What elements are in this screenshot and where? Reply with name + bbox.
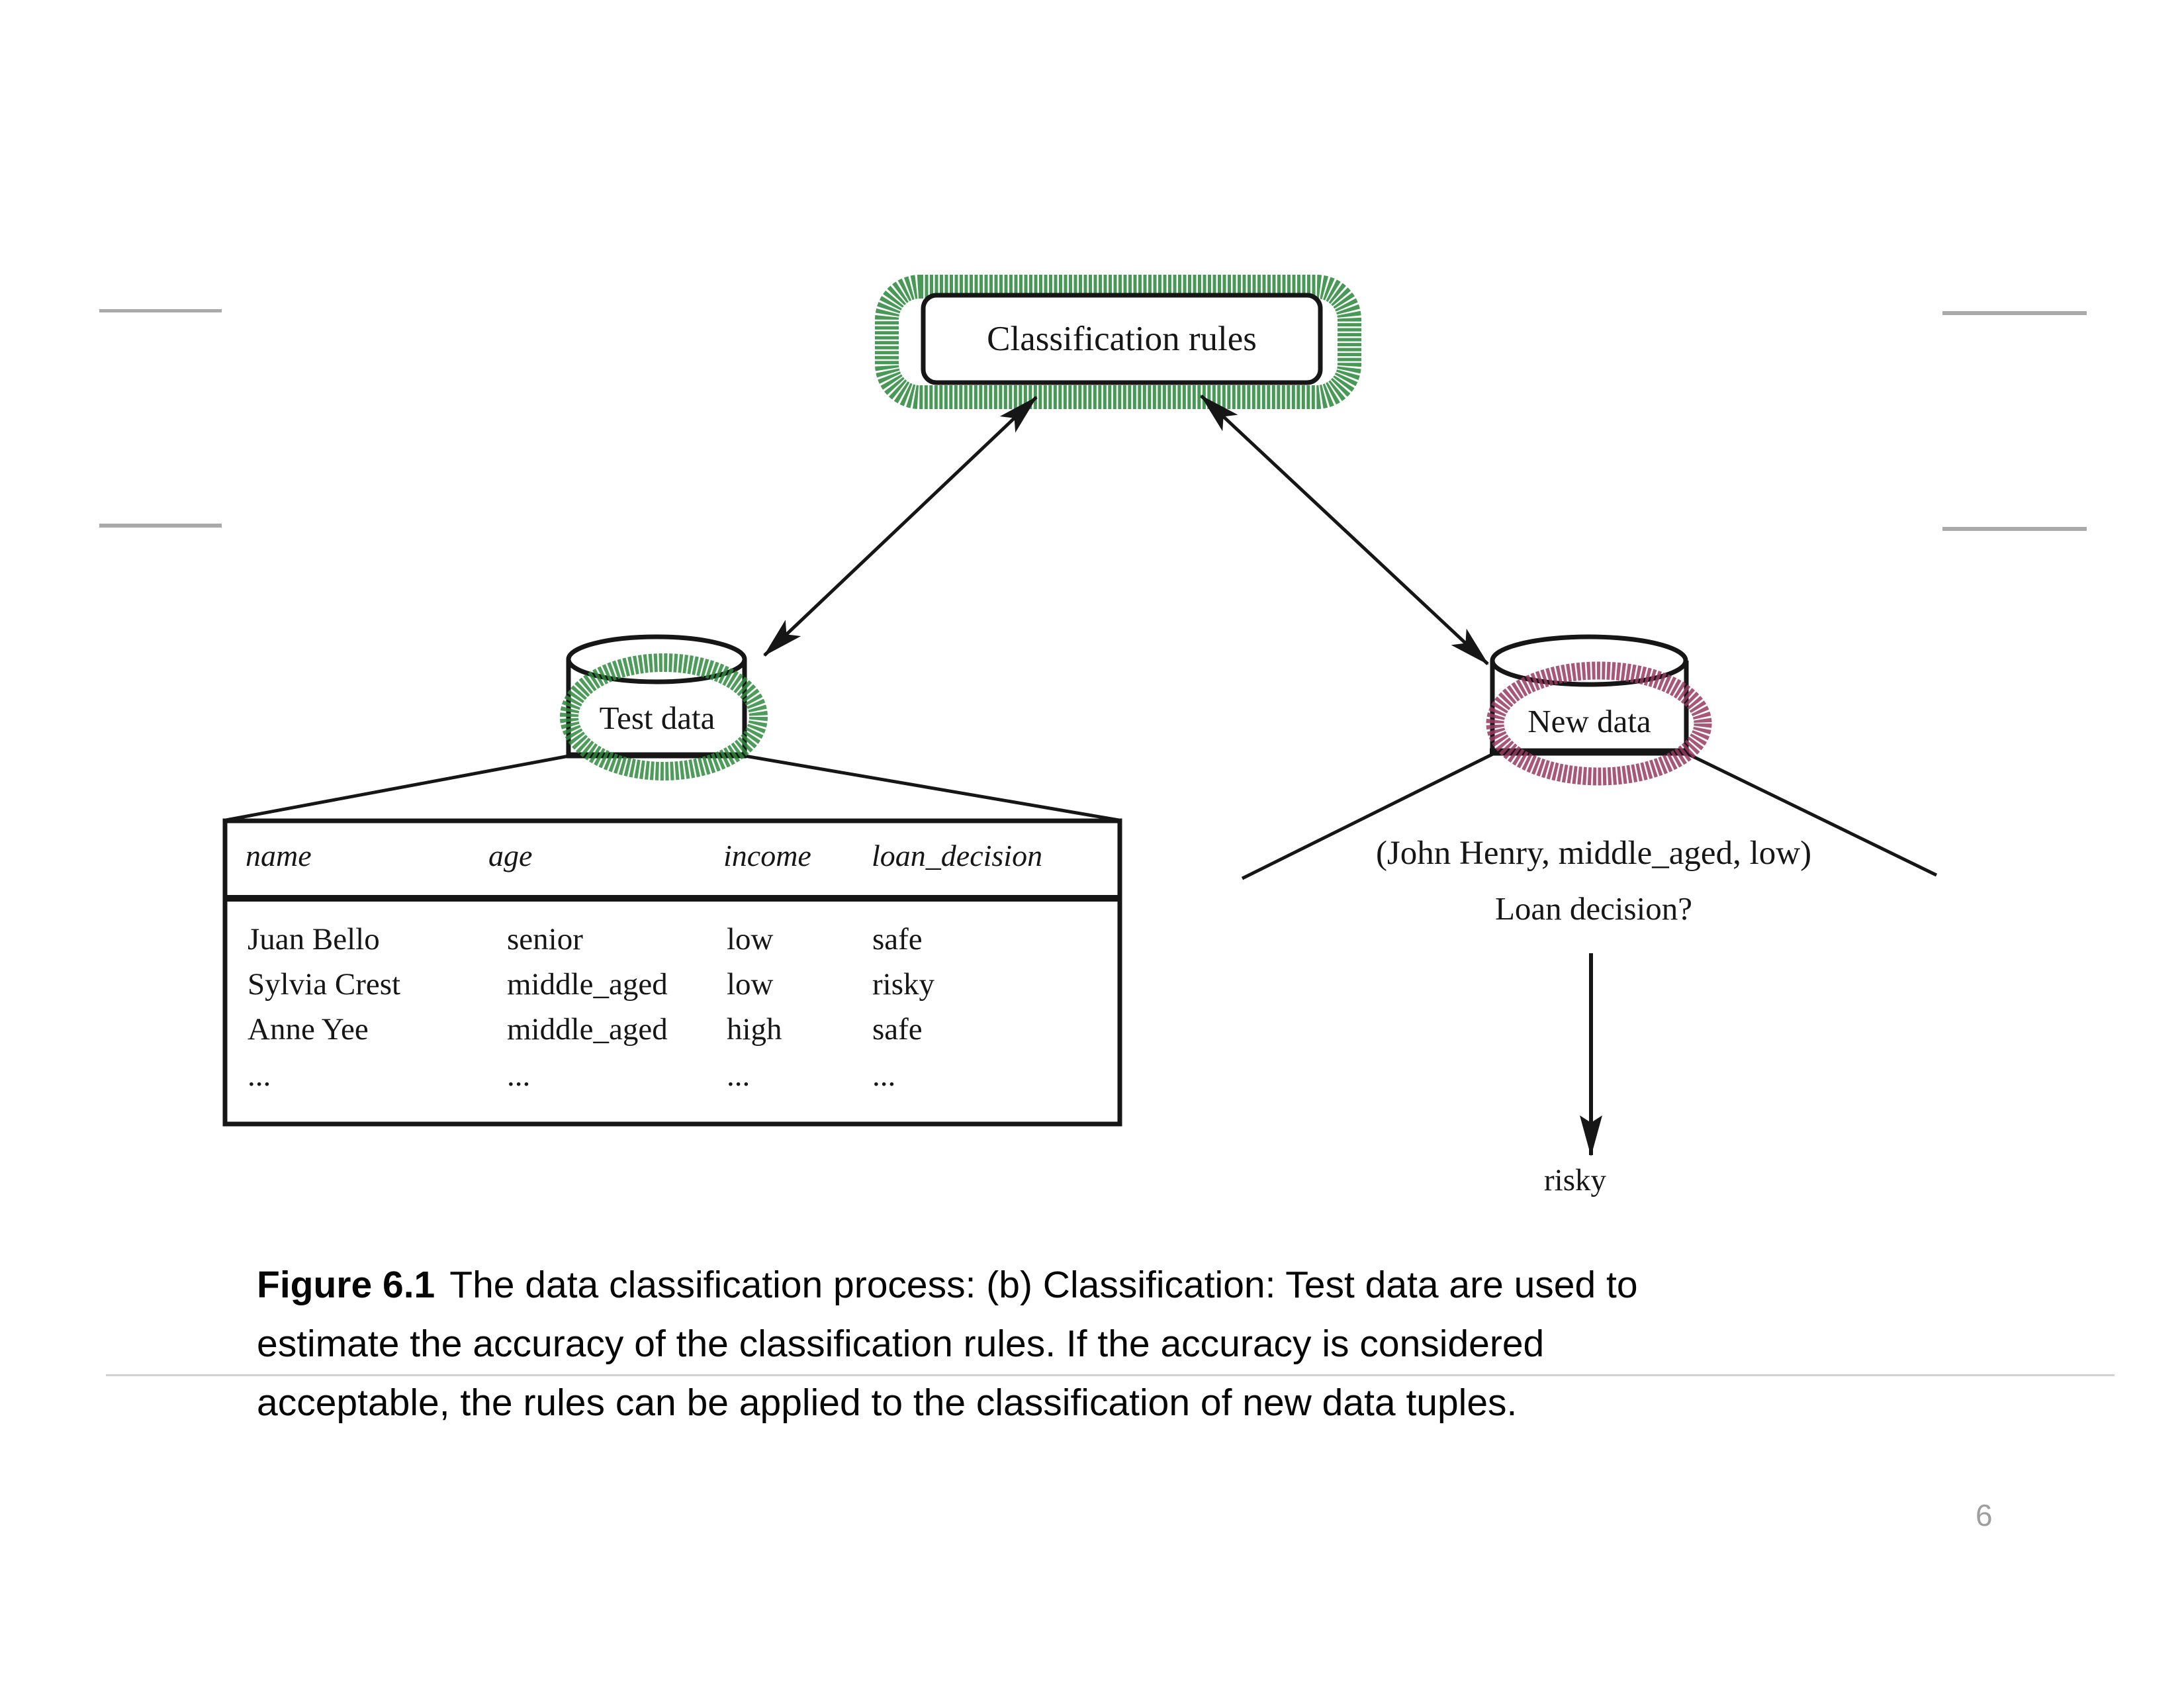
table-cell: middle_aged: [507, 967, 668, 1002]
table-cell: Juan Bello: [248, 922, 380, 957]
table-cell: risky: [872, 967, 934, 1002]
table-header-age: age: [488, 839, 533, 872]
template-divider-line-bottom-left: [99, 524, 222, 528]
table-cell: safe: [872, 922, 923, 957]
funnel-line-right: [741, 753, 1120, 822]
table-cell: high: [727, 1012, 782, 1047]
page-number: 6: [1976, 1498, 1993, 1532]
caption-line-1-text: The data classification process: (b) Cla…: [449, 1264, 1638, 1306]
double-arrow-right: [1200, 395, 1489, 665]
table-header-name: name: [246, 839, 312, 872]
pink-highlight-ellipse: [1486, 661, 1712, 786]
new-data-label: New data: [1527, 703, 1651, 739]
table-header-loan-decision: loan_decision: [872, 839, 1043, 872]
fan-line-right: [1682, 750, 1938, 877]
template-divider-line-top-left: [99, 309, 222, 312]
table-cell: ...: [872, 1058, 896, 1093]
decision-result-text: risky: [1544, 1163, 1606, 1197]
caption-line-3: acceptable, the rules can be applied to …: [257, 1382, 1518, 1424]
new-tuple-text: (John Henry, middle_aged, low): [1375, 835, 1812, 872]
template-divider-line-long: [106, 1374, 2115, 1376]
loan-decision-text: Loan decision?: [1495, 890, 1692, 927]
caption-line-1: Figure 6.1 The data classification proces…: [257, 1256, 1951, 1315]
caption-figure-number: Figure 6.1: [257, 1264, 435, 1306]
classification-rules-label: Classification rules: [987, 320, 1257, 358]
table-cell: middle_aged: [507, 1012, 668, 1047]
table-cell: low: [727, 967, 774, 1002]
table-cell: ...: [727, 1058, 751, 1093]
classification-rules-box: [921, 293, 1323, 385]
table-cell: ...: [248, 1058, 271, 1093]
test-data-table-frame: [222, 818, 1122, 1127]
table-cell: low: [727, 922, 774, 957]
funnel-line-left: [225, 753, 573, 822]
figure-caption: Figure 6.1 The data classification proces…: [257, 1256, 1951, 1432]
template-divider-line-top-right: [1942, 311, 2087, 315]
green-highlight-ellipse: [560, 653, 768, 780]
test-data-label: Test data: [599, 700, 715, 736]
table-cell: Sylvia Crest: [248, 967, 401, 1002]
caption-line-2: estimate the accuracy of the classificat…: [257, 1323, 1545, 1365]
template-divider-line-bottom-right: [1942, 527, 2087, 531]
fan-line-left: [1241, 750, 1498, 880]
double-arrow-left: [763, 396, 1038, 657]
table-cell: ...: [507, 1058, 531, 1093]
table-cell: senior: [507, 922, 583, 957]
green-highlight-box: [875, 275, 1361, 409]
table-cell: Anne Yee: [248, 1012, 369, 1047]
table-header-income: income: [723, 839, 811, 872]
table-cell: safe: [872, 1012, 923, 1047]
